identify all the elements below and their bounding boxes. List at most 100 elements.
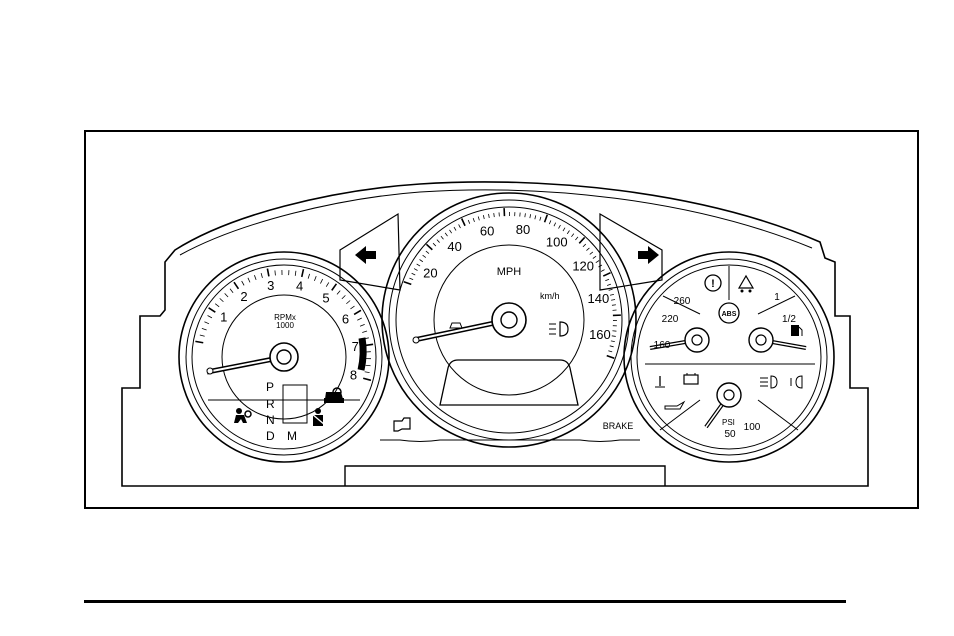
gauge-tick xyxy=(529,214,532,219)
temp-label-160: 160 xyxy=(654,340,671,351)
gauge-tick xyxy=(449,229,453,234)
gauge-tick xyxy=(199,334,205,337)
lower-indicator-bar xyxy=(380,439,640,442)
gauge-tick xyxy=(341,295,346,300)
abs-icon: ABS xyxy=(718,302,740,324)
gauge-tick xyxy=(247,277,251,283)
gauge-tick xyxy=(609,345,614,348)
gear-d: D xyxy=(266,429,275,443)
speed-unit-mph: MPH xyxy=(497,266,522,278)
gauge-tick xyxy=(453,226,457,231)
speed-tick-label-160: 160 xyxy=(589,327,611,342)
gauge-tick xyxy=(477,216,480,221)
gear-r: R xyxy=(266,397,275,411)
gauge-tick xyxy=(208,307,216,313)
speed-unit-kmh: km/h xyxy=(540,291,560,301)
gauge-tick xyxy=(608,350,613,353)
gauge-tick xyxy=(578,236,586,244)
gauge-tick xyxy=(575,236,579,241)
turn-pod-right xyxy=(599,212,663,291)
gauge-tick xyxy=(606,283,612,286)
gauge-tick xyxy=(602,271,611,277)
gauge-tick xyxy=(419,259,424,263)
gear-p: P xyxy=(266,380,274,394)
speed-tick-label-40: 40 xyxy=(447,239,461,254)
gauge-tick xyxy=(606,354,615,360)
gauge-tick xyxy=(224,293,229,298)
gauge-tick xyxy=(300,268,305,278)
gauge-tick xyxy=(359,324,365,327)
fuel-pump-icon xyxy=(791,325,803,336)
gauge-tick xyxy=(586,247,590,251)
gauge-tick xyxy=(467,219,471,224)
gauge-tick xyxy=(331,283,338,291)
page-rule xyxy=(84,600,846,603)
right-gauge-cluster: ! ABS PSI xyxy=(623,251,835,463)
gauge-tick xyxy=(611,304,616,306)
tach-tick-label-8: 8 xyxy=(350,368,357,383)
gauge-tick xyxy=(411,272,416,276)
gear-n: N xyxy=(266,413,275,427)
check-engine-icon xyxy=(393,417,411,432)
redline-band xyxy=(357,337,367,371)
gauge-tick xyxy=(260,272,263,278)
gauge-tick xyxy=(201,327,207,331)
gauge-tick xyxy=(365,364,371,367)
gauge-tick xyxy=(600,269,605,272)
gauge-tick xyxy=(534,215,537,220)
gauge-tick xyxy=(493,213,495,218)
gauge-tick xyxy=(444,232,448,237)
gauge-tick xyxy=(611,299,616,301)
speed-tick-label-60: 60 xyxy=(480,224,494,239)
tach-tick-label-6: 6 xyxy=(342,312,349,327)
gauge-tick xyxy=(482,214,485,220)
speedometer-display xyxy=(439,359,579,406)
gauge-tick xyxy=(589,251,594,255)
gauge-tick xyxy=(320,278,324,284)
speed-tick-label-20: 20 xyxy=(423,265,437,280)
speedometer: MPH km/h xyxy=(381,192,637,448)
gauge-tick xyxy=(610,340,615,343)
tachometer: RPMx 1000 P R N D M xyxy=(178,251,390,463)
gauge-tick xyxy=(207,315,213,319)
fuel-label-0: 1 xyxy=(774,292,780,303)
gauge-tick xyxy=(422,254,427,258)
gauge-tick xyxy=(350,305,355,310)
gauge-tick xyxy=(254,275,257,281)
gauge-tick xyxy=(362,330,368,333)
gauge-tick xyxy=(605,278,610,282)
gauge-tick xyxy=(336,290,341,295)
tach-tick-label-1: 1 xyxy=(220,310,227,325)
tach-tick-label-4: 4 xyxy=(296,279,303,294)
gauge-tick xyxy=(307,273,311,279)
brake-warning-icon: ! xyxy=(704,274,722,292)
turn-left-arrow-icon xyxy=(355,246,376,264)
gauge-tick xyxy=(609,293,615,296)
tach-unit-1000: 1000 xyxy=(276,321,294,330)
gauge-tick xyxy=(566,230,570,235)
seatbelt-icon xyxy=(311,408,326,426)
gauge-tick xyxy=(357,317,362,321)
gauge-tick xyxy=(608,288,613,291)
speed-tick-label-80: 80 xyxy=(516,222,530,237)
gauge-tick xyxy=(294,270,297,276)
security-icon xyxy=(324,387,344,403)
oil-can-icon xyxy=(664,400,686,410)
gauge-tick xyxy=(413,268,418,271)
turn-right-arrow-icon xyxy=(638,246,659,264)
gauge-tick xyxy=(346,300,351,305)
gauge-tick xyxy=(460,218,466,227)
gauge-tick xyxy=(403,280,412,286)
psi-label: PSI xyxy=(722,418,735,427)
tach-tick-label-2: 2 xyxy=(240,289,247,304)
traction-icon xyxy=(737,274,755,293)
gauge-tick xyxy=(214,303,220,308)
gauge-tick xyxy=(432,242,437,247)
gauge-tick xyxy=(274,270,276,276)
tach-tick-label-5: 5 xyxy=(322,290,329,305)
gauge-tick xyxy=(582,243,587,248)
coolant-temp-icon xyxy=(655,376,665,388)
